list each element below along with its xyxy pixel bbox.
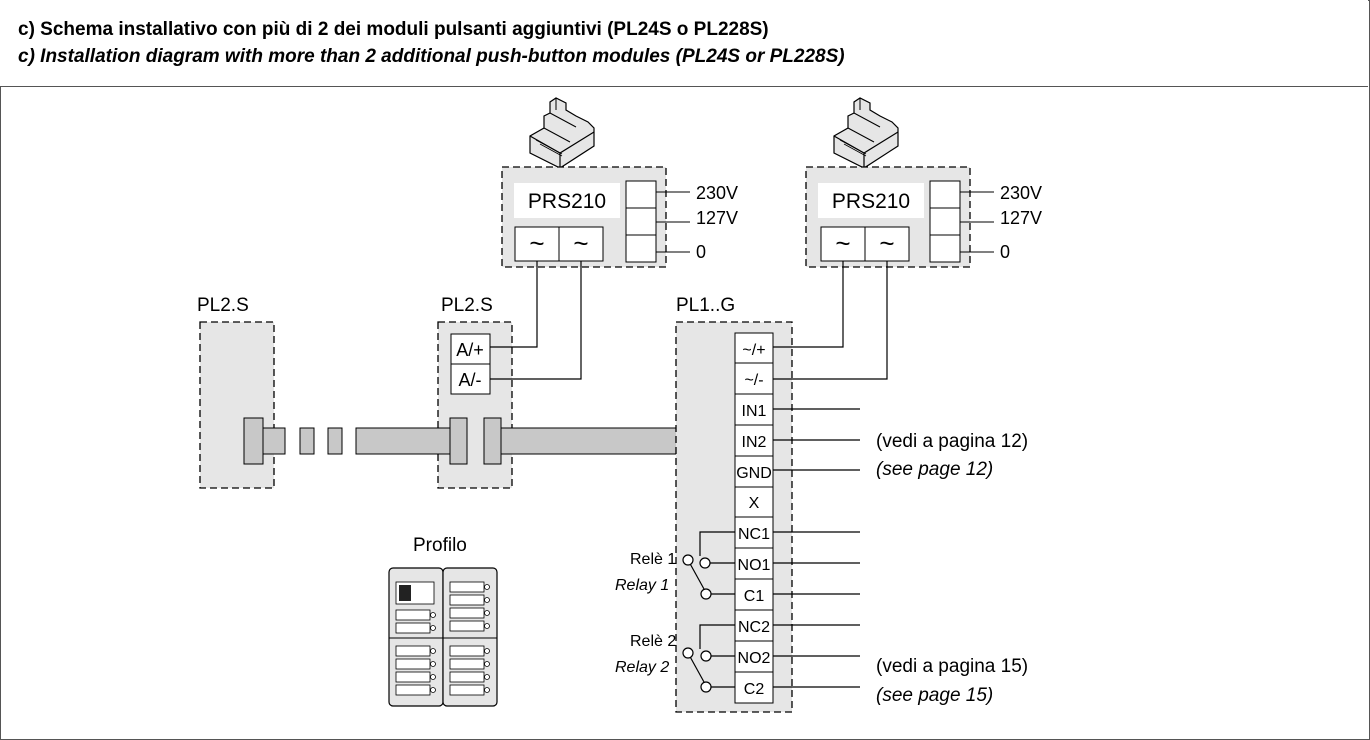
module-label: PL2.S [441,295,493,316]
terminal-a-plus: A/+ [456,340,484,360]
terminal-ac-minus: ~/- [744,372,763,389]
title-bar: c) Schema installativo con più di 2 dei … [0,0,1368,87]
psu-right-icon [833,97,899,169]
bus-cable [243,417,706,465]
ac-terminal-icon: ~ [573,228,588,258]
terminal-in1: IN1 [742,403,767,420]
terminal-no2: NO2 [738,650,771,667]
psu-right-127v: 127V [1000,208,1042,228]
terminal-c2: C2 [744,681,765,698]
relay-2-label: Relè 2 [630,633,676,650]
terminal-x: X [749,495,760,512]
relay-1-label-en: Relay 1 [615,577,669,594]
relay-2-symbol [682,624,735,693]
terminal-nc1: NC1 [738,526,770,543]
module-label: PL1..G [676,295,735,316]
psu-right: PRS210 ~ ~ 230V 127V 0 [805,97,1042,268]
terminal-c1: C1 [744,588,765,605]
profile-panel-icon [388,567,498,707]
psu-left-icon [529,97,595,169]
terminal-ac-plus: ~/+ [742,342,765,359]
wiring [490,261,888,688]
terminal-nc2: NC2 [738,619,770,636]
module-label: PL2.S [197,295,249,316]
psu-right-0v: 0 [1000,242,1010,262]
psu-right-label: PRS210 [832,190,910,213]
psu-left-label: PRS210 [528,190,606,213]
note-page15: (vedi a pagina 15) [876,656,1028,677]
psu-left: PRS210 ~ ~ 230V 127V 0 [501,97,738,268]
terminal-gnd: GND [736,465,772,482]
psu-left-0v: 0 [696,242,706,262]
title-english: c) Installation diagram with more than 2… [18,46,845,67]
ac-terminal-icon: ~ [529,228,544,258]
terminal-block: ~/+ ~/- IN1 IN2 GND X NC1 NO1 C1 NC2 NO2… [734,332,774,704]
relay-1-label: Relè 1 [630,551,676,568]
psu-left-230v: 230V [696,183,738,203]
note-page12-en: (see page 12) [876,459,993,480]
terminal-no1: NO1 [738,557,771,574]
terminal-a-minus: A/- [458,370,481,390]
terminal-in2: IN2 [742,434,767,451]
title-italian: c) Schema installativo con più di 2 dei … [18,19,769,40]
note-page15-en: (see page 15) [876,685,993,706]
note-page12: (vedi a pagina 12) [876,431,1028,452]
module-pl1g: PL1..G [675,295,793,713]
relay-1-symbol [682,531,735,600]
ac-terminal-icon: ~ [879,228,894,258]
psu-left-127v: 127V [696,208,738,228]
ac-terminal-icon: ~ [835,228,850,258]
psu-right-230v: 230V [1000,183,1042,203]
relay-2-label-en: Relay 2 [615,659,669,676]
profile-label: Profilo [413,535,467,556]
